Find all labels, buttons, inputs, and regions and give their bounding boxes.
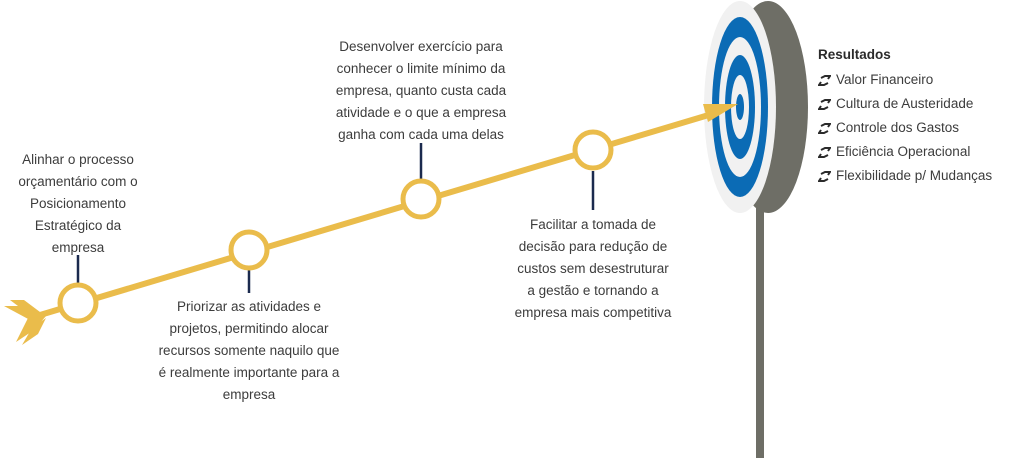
step-1-text: Alinhar o processo orçamentário com o Po… [8,149,148,259]
step-2-line: empresa [222,387,276,402]
step-1-line: orçamentário com o [18,174,138,189]
target-post [756,205,764,458]
milestone-4 [572,129,614,171]
results-item: Flexibilidade p/ Mudanças [818,164,992,188]
target-icon [704,1,776,213]
step-1-line: Estratégico da [34,218,122,233]
step-1-line: Posicionamento [29,196,127,211]
results-item: Valor Financeiro [818,68,992,92]
step-4-line: decisão para redução de [518,239,668,254]
step-4-line: custos sem desestruturar [517,261,669,276]
link-icon [818,74,831,86]
step-2-text: Priorizar as atividades e projetos, perm… [145,296,353,406]
results-item-label: Valor Financeiro [836,72,934,87]
arrow-head-icon [703,104,738,122]
step-3-line: atividade e o que a empresa [335,105,507,120]
step-3-line: conhecer o limite mínimo da [336,61,506,76]
step-1-line: Alinhar o processo [22,152,134,167]
results-panel: Resultados Valor Financeiro Cultura de A… [818,44,992,188]
link-icon [818,122,831,134]
milestone-3 [400,178,442,220]
step-2-line: é realmente importante para a [158,365,340,380]
step-3-text: Desenvolver exercício para conhecer o li… [320,36,522,146]
milestone-2 [228,229,270,271]
arrow-fletching-icon [4,300,46,345]
milestone-1 [57,282,99,324]
step-3-line: empresa, quanto custa cada [335,83,507,98]
results-item-label: Controle dos Gastos [836,120,960,135]
step-4-line: a gestão e tornando a [527,283,659,298]
results-title: Resultados [818,47,891,62]
step-3-line: ganha com cada uma delas [338,127,504,142]
step-1-line: empresa [51,240,105,255]
link-icon [818,170,831,182]
results-item-label: Flexibilidade p/ Mudanças [836,168,993,183]
step-2-line: Priorizar as atividades e [176,299,322,314]
step-2-line: projetos, permitindo alocar [169,321,329,336]
results-item: Cultura de Austeridade [818,92,992,116]
step-3-line: Desenvolver exercício para [339,39,503,54]
results-item: Controle dos Gastos [818,116,992,140]
results-item-label: Cultura de Austeridade [836,96,974,111]
step-2-line: recursos somente naquilo que [158,343,340,358]
results-item-label: Eficiência Operacional [836,144,971,159]
step-4-line: empresa mais competitiva [514,305,672,320]
results-item: Eficiência Operacional [818,140,992,164]
step-4-line: Facilitar a tomada de [529,217,657,232]
link-icon [818,146,831,158]
link-icon [818,98,831,110]
step-4-text: Facilitar a tomada de decisão para reduç… [497,214,689,324]
